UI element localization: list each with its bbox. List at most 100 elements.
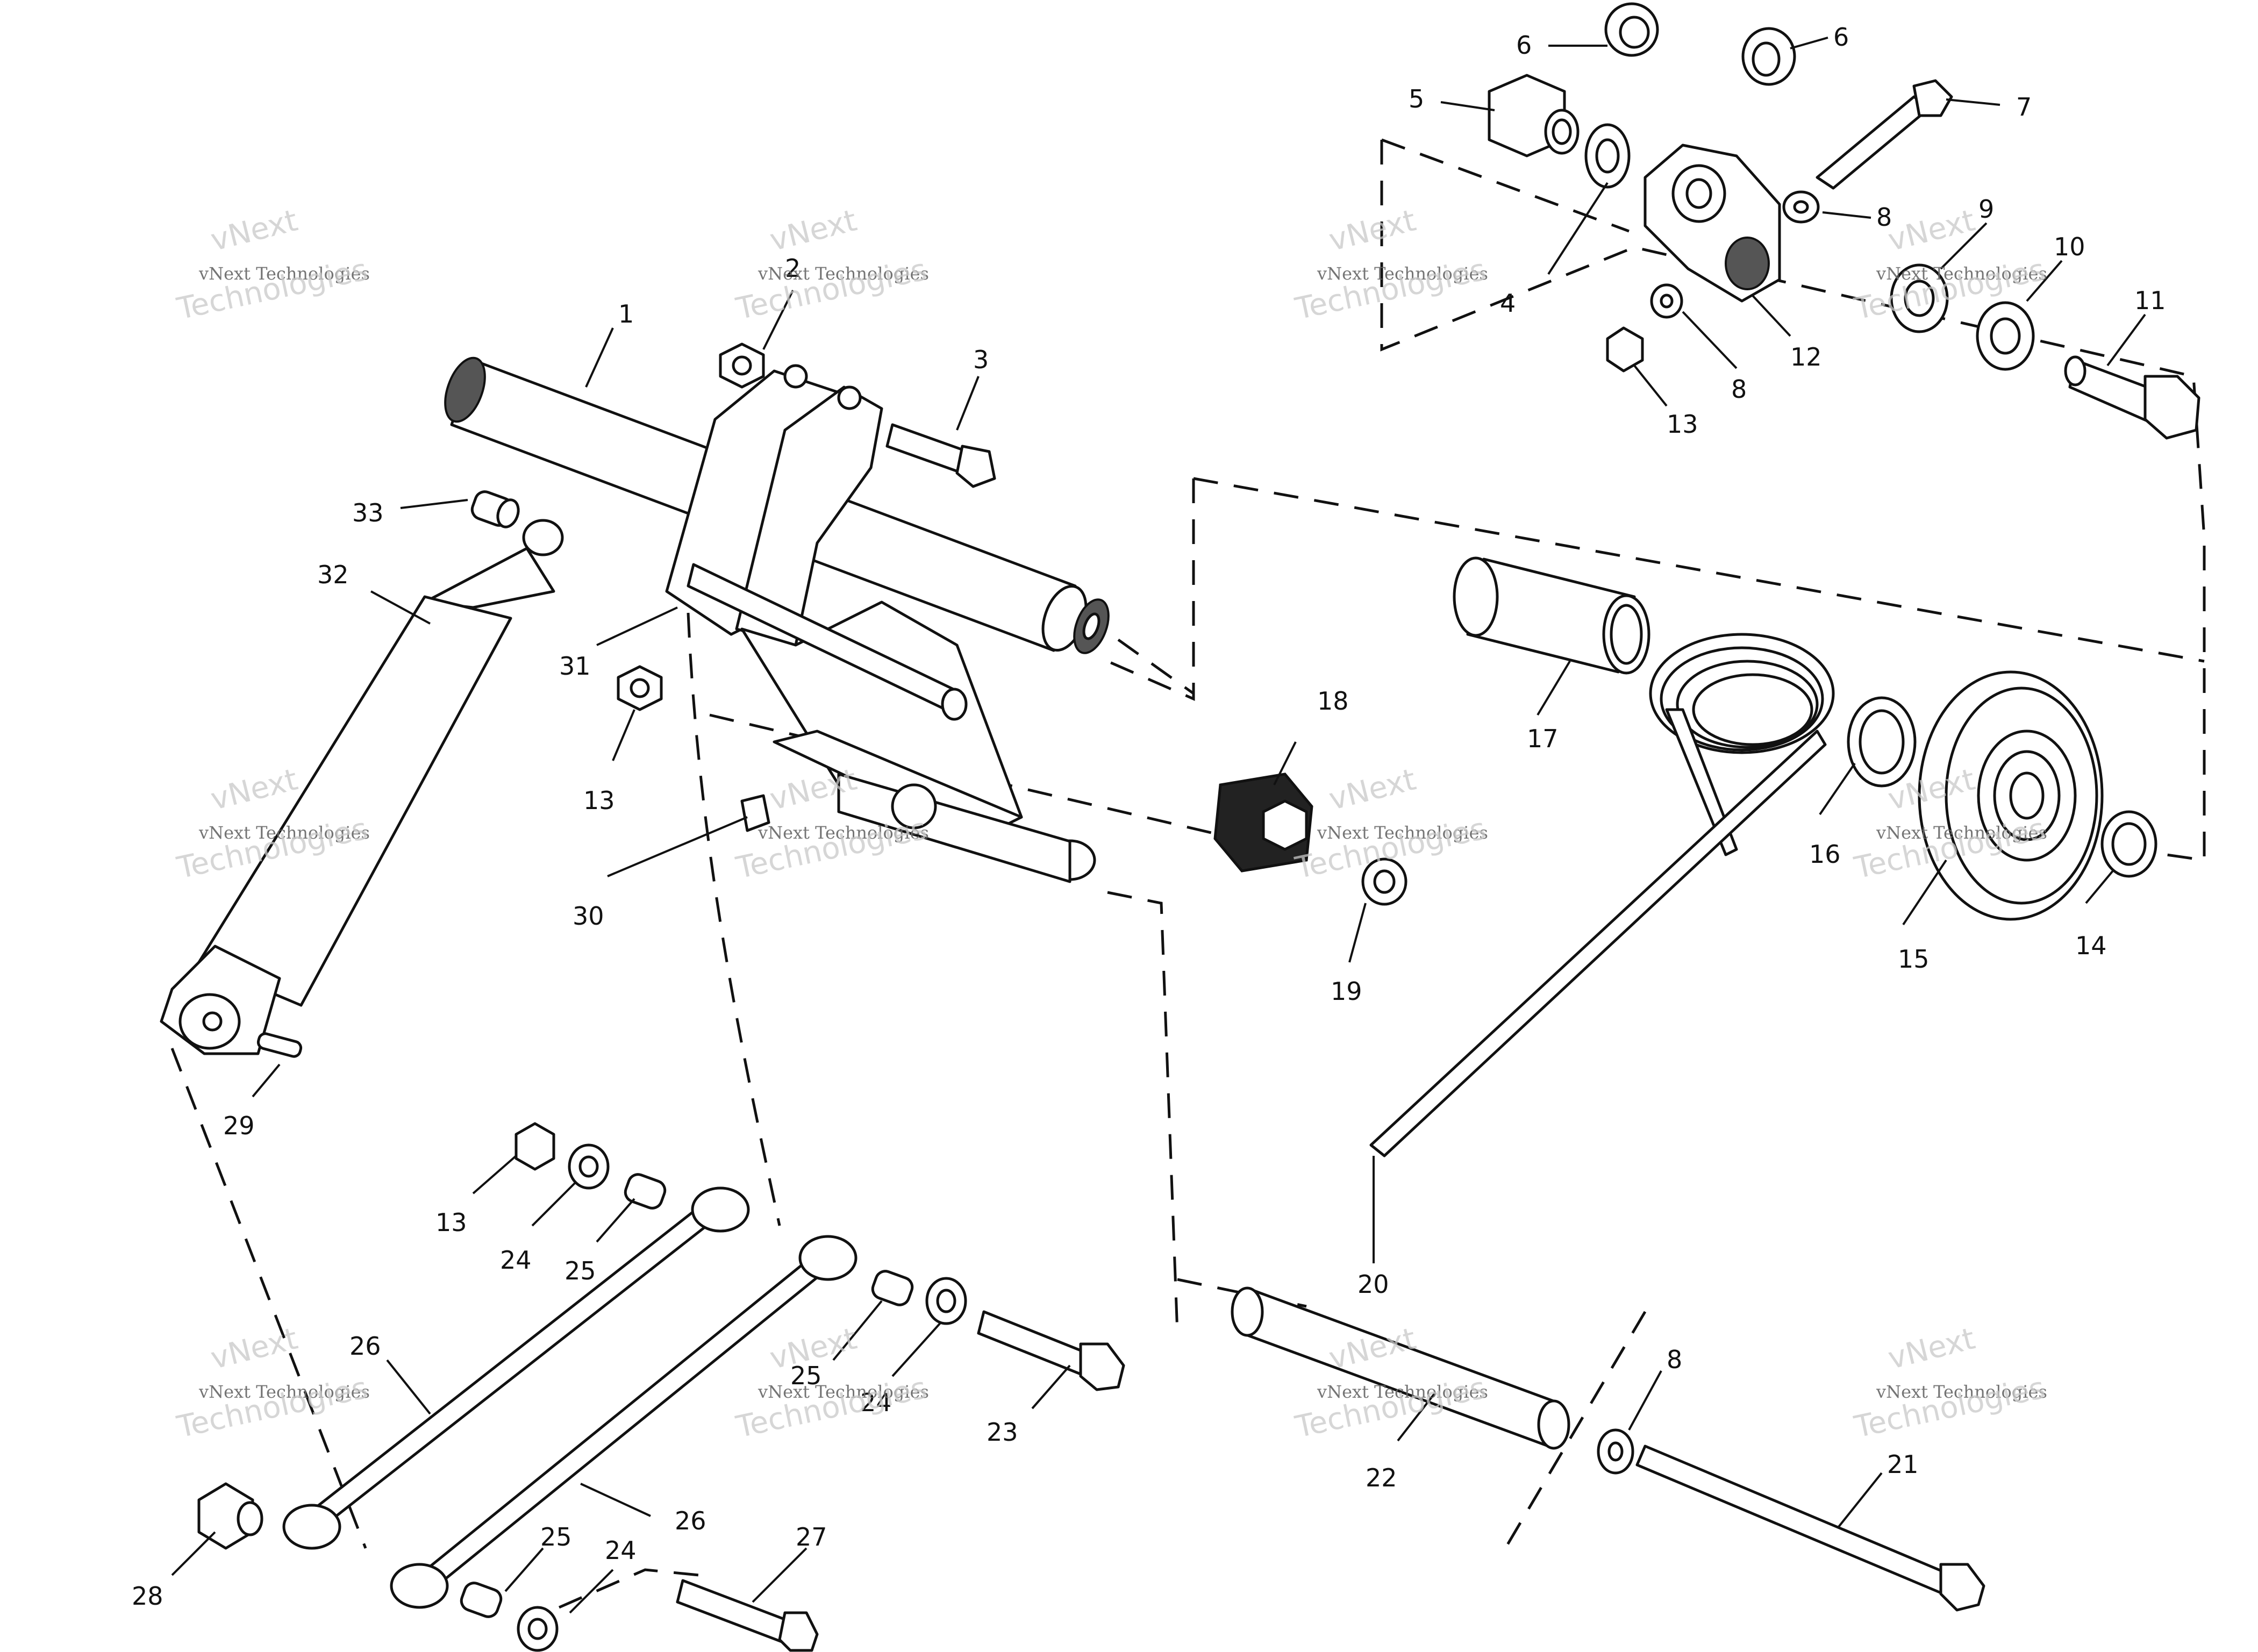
- part-29-pin: [256, 1032, 303, 1058]
- callout-10: 10: [2054, 232, 2085, 261]
- part-31-swing-arm-frame: [665, 364, 1096, 883]
- part-4-washer: [1584, 123, 1631, 189]
- callout-8-lower: 8: [1667, 1345, 1682, 1374]
- watermark-tile: vNext vNext Technologies Technologies: [733, 203, 930, 327]
- part-16-washer: [1847, 696, 1917, 788]
- part-13-nut-block: [1606, 326, 1644, 373]
- svg-text:vNext Technologies: vNext Technologies: [198, 1382, 370, 1402]
- part-9-washer: [1890, 263, 1949, 333]
- watermark-tile: vNext vNext Technologies Technologies: [1851, 203, 2048, 327]
- part-24-washer-lower: [517, 1606, 559, 1652]
- svg-text:vNext: vNext: [208, 1321, 301, 1377]
- svg-text:vNext Technologies: vNext Technologies: [1876, 263, 2047, 284]
- part-10-washer: [1976, 301, 2035, 371]
- part-26-lower-arm: [390, 1235, 858, 1609]
- svg-text:vNext Technologies: vNext Technologies: [1317, 263, 1488, 284]
- callout-30: 30: [573, 902, 604, 931]
- callout-1: 1: [618, 299, 634, 328]
- part-17-sleeve: [1453, 556, 1650, 675]
- watermark-tile: vNext vNext Technologies Technologies: [733, 1321, 930, 1445]
- callout-24-upper: 24: [500, 1246, 532, 1275]
- callout-3: 3: [973, 345, 989, 374]
- callout-25-upper: 25: [564, 1256, 596, 1285]
- svg-text:vNext: vNext: [767, 203, 860, 259]
- callout-29: 29: [223, 1111, 255, 1140]
- part-13-nut-lower: [515, 1122, 555, 1171]
- part-33-bushing: [470, 490, 520, 528]
- part-6-bushing-left: [1604, 2, 1659, 57]
- callout-15: 15: [1898, 945, 1930, 974]
- part-13-nut-upper: [617, 665, 663, 711]
- watermark-tile: vNext vNext Technologies Technologies: [174, 1321, 370, 1445]
- callout-6-left: 6: [1516, 31, 1532, 60]
- part-21-long-bolt: [1635, 1444, 1985, 1612]
- callout-2: 2: [785, 254, 801, 283]
- part-26-upper-arm: [282, 1186, 750, 1550]
- part-8-washer-upper: [1782, 190, 1820, 224]
- callout-26-upper: 26: [349, 1332, 381, 1361]
- callout-33: 33: [352, 498, 384, 527]
- svg-text:vNext Technologies: vNext Technologies: [1876, 1382, 2047, 1402]
- part-18-cap: [1213, 773, 1313, 873]
- callout-labels: 1 2 3 4 5 6 6 7 8 9 10 11 12 13 8 13 18 …: [132, 23, 2166, 1611]
- part-6-bushing-right: [1741, 27, 1796, 86]
- part-5-bushing: [1488, 74, 1580, 158]
- svg-text:vNext Technologies: vNext Technologies: [758, 263, 929, 284]
- part-24-washer-middle: [925, 1277, 967, 1325]
- svg-text:vNext: vNext: [208, 203, 301, 259]
- callout-11: 11: [2134, 286, 2166, 315]
- part-2-nut: [719, 342, 765, 389]
- svg-text:vNext: vNext: [1885, 203, 1978, 259]
- svg-text:vNext: vNext: [208, 762, 301, 818]
- part-24-washer-upper: [568, 1143, 610, 1190]
- part-25-bushing-lower: [460, 1582, 503, 1618]
- callout-23: 23: [987, 1418, 1018, 1447]
- callout-17: 17: [1527, 724, 1559, 753]
- svg-text:vNext Technologies: vNext Technologies: [198, 823, 370, 843]
- part-3-bolt: [885, 423, 996, 488]
- callout-22: 22: [1366, 1463, 1397, 1492]
- svg-text:vNext: vNext: [1885, 1321, 1978, 1377]
- part-12-pivot-block: [1644, 144, 1781, 303]
- callout-26-lower: 26: [675, 1506, 706, 1535]
- watermark-tile: vNext vNext Technologies Technologies: [1851, 1321, 2048, 1445]
- part-20-torsion-spring: [1369, 633, 1835, 1157]
- callout-5: 5: [1409, 84, 1424, 113]
- callout-13-lower: 13: [435, 1208, 467, 1237]
- callout-13-upper-left: 13: [583, 786, 615, 815]
- callout-9: 9: [1978, 195, 1994, 224]
- callout-19: 19: [1331, 977, 1362, 1006]
- part-7-bolt: [1816, 79, 1953, 190]
- callout-13-upper-right: 13: [1667, 410, 1698, 439]
- svg-text:vNext Technologies: vNext Technologies: [758, 823, 929, 843]
- part-19-washer: [1361, 857, 1407, 906]
- callout-20: 20: [1357, 1270, 1389, 1299]
- part-8-washer-middle: [1650, 283, 1683, 319]
- part-25-bushing-upper: [624, 1173, 667, 1210]
- callout-7: 7: [2016, 92, 2032, 121]
- callout-25-lower: 25: [540, 1522, 572, 1551]
- svg-text:vNext: vNext: [1326, 203, 1419, 259]
- callout-4: 4: [1500, 289, 1516, 318]
- watermark-tile: vNext vNext Technologies Technologies: [174, 203, 370, 327]
- part-27-bolt: [676, 1579, 819, 1652]
- svg-text:vNext: vNext: [1326, 762, 1419, 818]
- leader-lines: [171, 37, 2146, 1614]
- part-32-shock-absorber: [160, 519, 564, 1055]
- callout-6-right: 6: [1833, 23, 1849, 52]
- part-14-bushing: [2100, 810, 2157, 878]
- callout-32: 32: [317, 560, 349, 589]
- callout-8-upper: 8: [1876, 203, 1892, 232]
- callout-21: 21: [1887, 1450, 1919, 1479]
- part-30-grease-fitting: [740, 794, 770, 832]
- svg-text:vNext Technologies: vNext Technologies: [1317, 823, 1488, 843]
- callout-24-middle: 24: [860, 1388, 892, 1417]
- part-11-shoulder-bolt: [2064, 355, 2200, 440]
- watermark-tile: vNext vNext Technologies Technologies: [1292, 203, 1489, 327]
- callout-12: 12: [1790, 342, 1822, 371]
- part-23-bolt: [977, 1310, 1125, 1391]
- callout-31: 31: [559, 652, 591, 681]
- part-8-washer-lower: [1597, 1428, 1634, 1475]
- callout-16: 16: [1809, 840, 1841, 869]
